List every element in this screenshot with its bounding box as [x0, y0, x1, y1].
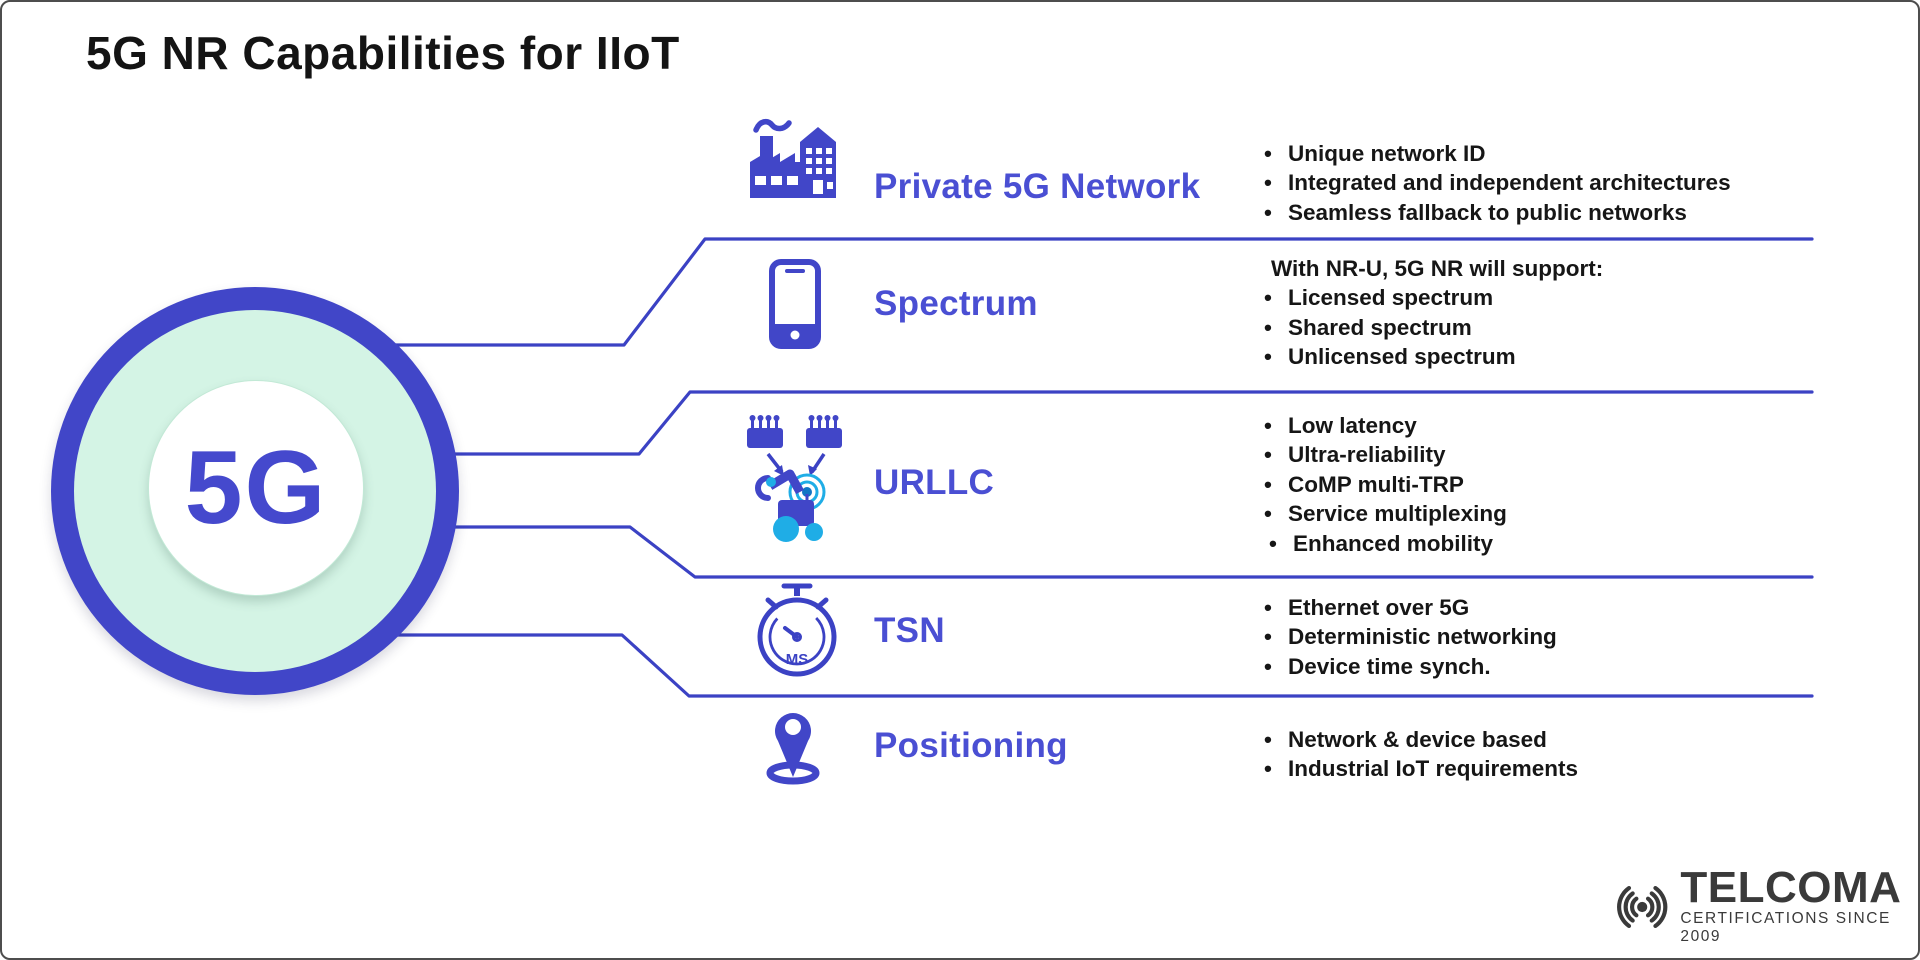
bullet-item: Seamless fallback to public networks: [1264, 198, 1731, 227]
bullet-item: Licensed spectrum: [1264, 283, 1603, 312]
stopwatch-ms-label: MS: [786, 651, 809, 668]
bullet-item: Shared spectrum: [1264, 313, 1603, 342]
telcoma-logo: TELCOMA CERTIFICATIONS SINCE 2009: [1608, 863, 1918, 946]
bullet-item: Deterministic networking: [1264, 622, 1557, 651]
hub-circle: 5G: [51, 287, 459, 695]
signal-waves-icon: [1617, 885, 1668, 929]
bullet-item: Device time synch.: [1264, 652, 1557, 681]
hub-label: 5G: [184, 430, 328, 546]
row-label-private-5g-network: Private 5G Network: [874, 167, 1201, 206]
bullet-item: Unique network ID: [1264, 139, 1731, 168]
page-title: 5G NR Capabilities for IIoT: [86, 27, 680, 79]
factory-icon: [750, 119, 836, 198]
row-label-spectrum: Spectrum: [874, 284, 1038, 323]
hub-mint-ring: 5G: [74, 310, 436, 672]
bullet-item: Ethernet over 5G: [1264, 593, 1557, 622]
hub-core: 5G: [148, 380, 364, 596]
bullet-list-private-5g-network: Unique network ID Integrated and indepen…: [1264, 139, 1731, 227]
bullet-item: Integrated and independent architectures: [1264, 168, 1731, 197]
bullet-item: Ultra-reliability: [1264, 440, 1507, 469]
logo-name: TELCOMA: [1680, 863, 1902, 912]
stopwatch-icon: MS: [757, 583, 837, 677]
bullet-item: Low latency: [1264, 411, 1507, 440]
bullet-list-spectrum: With NR-U, 5G NR will support: Licensed …: [1264, 254, 1603, 372]
bullet-item: Service multiplexing: [1264, 499, 1507, 528]
smartphone-icon: [769, 259, 821, 349]
row-label-tsn: TSN: [874, 611, 945, 650]
bullet-list-tsn: Ethernet over 5G Deterministic networkin…: [1264, 593, 1557, 681]
bullet-item: CoMP multi-TRP: [1264, 470, 1507, 499]
spectrum-intro: With NR-U, 5G NR will support:: [1271, 256, 1604, 281]
bullet-list-positioning: Network & device based Industrial IoT re…: [1264, 725, 1578, 784]
row-label-positioning: Positioning: [874, 726, 1068, 765]
bullet-item: Industrial IoT requirements: [1264, 754, 1578, 783]
robot-arm-icon: [747, 415, 842, 542]
logo-tagline: CERTIFICATIONS SINCE 2009: [1680, 910, 1891, 945]
row-label-urllc: URLLC: [874, 463, 995, 502]
bullet-item: Network & device based: [1264, 725, 1578, 754]
location-pin-icon: [766, 713, 820, 785]
bullet-item: Unlicensed spectrum: [1264, 342, 1603, 371]
bullet-item: Enhanced mobility: [1269, 529, 1507, 558]
bullet-list-urllc: Low latency Ultra-reliability CoMP multi…: [1264, 411, 1507, 558]
